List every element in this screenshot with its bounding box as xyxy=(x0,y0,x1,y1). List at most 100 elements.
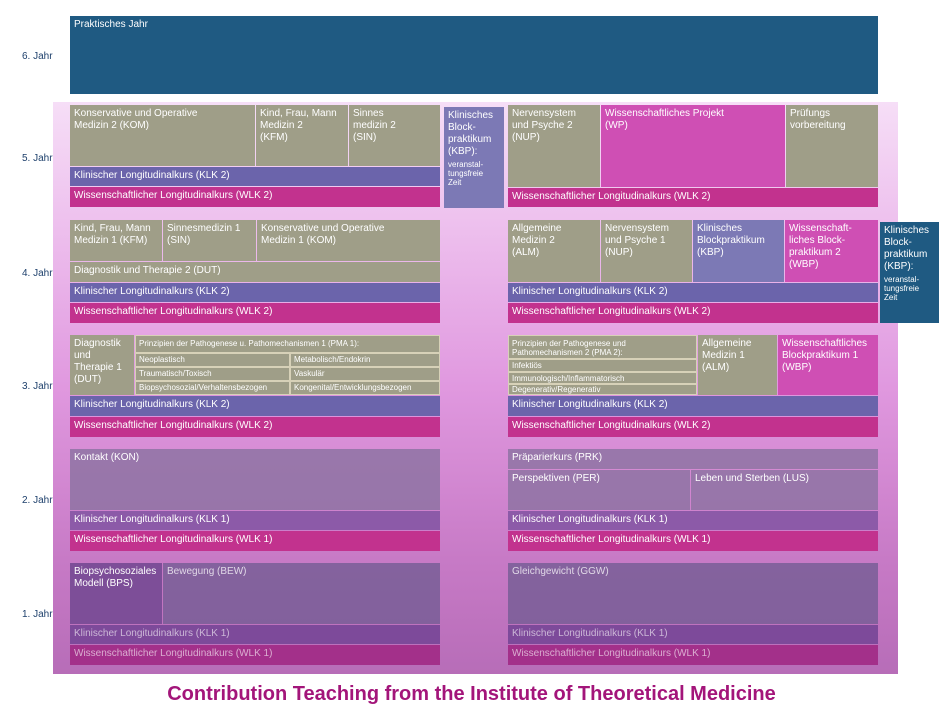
y4-kbp-label: Klinisches Blockpraktikum (KBP) xyxy=(697,223,765,258)
y4-kbp-side-block: Klinisches Block- praktikum (KBP): veran… xyxy=(880,222,939,323)
y4-klk-label: Klinischer Longitudinalkurs (KLK 2) xyxy=(74,286,230,297)
y5-sin-label: Sinnes medizin 2 (SIN) xyxy=(353,108,396,143)
y5-wlk-bar-right: Wissenschaftlicher Longitudinalkurs (WLK… xyxy=(508,188,878,207)
y4-klk-bar-right: Klinischer Longitudinalkurs (KLK 2) xyxy=(508,283,878,302)
y3-pma2-item: Degenerativ/Regenerativ xyxy=(508,384,697,395)
y5-wlk-right-label: Wissenschaftlicher Longitudinalkurs (WLK… xyxy=(512,191,711,202)
y2-wlk-right-label: Wissenschaftlicher Longitudinalkurs (WLK… xyxy=(512,534,711,545)
y5-wlk-bar: Wissenschaftlicher Longitudinalkurs (WLK… xyxy=(70,187,440,207)
y2-lus-label: Leben und Sterben (LUS) xyxy=(695,473,809,484)
y4-klk-right-label: Klinischer Longitudinalkurs (KLK 2) xyxy=(512,286,668,297)
y3-pma2-item-label: Infektiös xyxy=(512,361,542,370)
y3-pma1-item: Kongenital/Entwicklungsbezogen xyxy=(290,381,440,395)
y3-klk-bar-right: Klinischer Longitudinalkurs (KLK 2) xyxy=(508,396,878,416)
y4-kfm-block: Kind, Frau, Mann Medizin 1 (KFM) xyxy=(70,220,162,261)
y4-wlk-bar: Wissenschaftlicher Longitudinalkurs (WLK… xyxy=(70,303,440,323)
year-label-1: 1. Jahr xyxy=(22,609,53,620)
y2-wlk-bar: Wissenschaftlicher Longitudinalkurs (WLK… xyxy=(70,531,440,551)
y5-wp-label: Wissenschaftliches Projekt (WP) xyxy=(605,108,724,131)
y5-klk-bar: Klinischer Longitudinalkurs (KLK 2) xyxy=(70,167,440,186)
y3-wlk-right-label: Wissenschaftlicher Longitudinalkurs (WLK… xyxy=(512,420,711,431)
y5-kom-block: Konservative und Operative Medizin 2 (KO… xyxy=(70,105,255,166)
y5-kom-label: Konservative und Operative Medizin 2 (KO… xyxy=(74,108,198,131)
y4-wbp-block: Wissenschaft- liches Block- praktikum 2 … xyxy=(785,220,878,282)
y1-wlk-bar: Wissenschaftlicher Longitudinalkurs (WLK… xyxy=(70,645,440,665)
y1-klk-bar-right: Klinischer Longitudinalkurs (KLK 1) xyxy=(508,625,878,644)
y4-wlk-bar-right: Wissenschaftlicher Longitudinalkurs (WLK… xyxy=(508,303,878,323)
y1-klk-label: Klinischer Longitudinalkurs (KLK 1) xyxy=(74,628,230,639)
year-label-4: 4. Jahr xyxy=(22,268,53,279)
y5-kfm-block: Kind, Frau, Mann Medizin 2 (KFM) xyxy=(256,105,348,166)
y1-klk-bar: Klinischer Longitudinalkurs (KLK 1) xyxy=(70,625,440,644)
slide-title: Contribution Teaching from the Institute… xyxy=(167,683,776,705)
y3-pma2-header: Prinzipien der Pathogenese und Pathomech… xyxy=(508,335,697,359)
y5-wp-block: Wissenschaftliches Projekt (WP) xyxy=(601,105,785,187)
y1-wlk-right-label: Wissenschaftlicher Longitudinalkurs (WLK… xyxy=(512,648,711,659)
y4-kom-label: Konservative und Operative Medizin 1 (KO… xyxy=(261,223,385,246)
y2-kon-block: Kontakt (KON) xyxy=(70,449,440,510)
y4-kom-block: Konservative und Operative Medizin 1 (KO… xyxy=(257,220,440,261)
y4-sin-block: Sinnesmedizin 1 (SIN) xyxy=(163,220,256,261)
year-label-3: 3. Jahr xyxy=(22,381,53,392)
y5-kbp-block: Klinisches Block- praktikum (KBP): veran… xyxy=(444,107,504,208)
y5-nup-label: Nervensystem und Psyche 2 (NUP) xyxy=(512,108,576,143)
y3-pma1-item-label: Metabolisch/Endokrin xyxy=(294,355,371,364)
y5-klk-label: Klinischer Longitudinalkurs (KLK 2) xyxy=(74,170,230,181)
y2-per-label: Perspektiven (PER) xyxy=(512,473,600,484)
y3-wlk-bar-right: Wissenschaftlicher Longitudinalkurs (WLK… xyxy=(508,417,878,437)
y5-kfm-label: Kind, Frau, Mann Medizin 2 (KFM) xyxy=(260,108,337,143)
y3-wbp-label: Wissenschaftliches Blockpraktikum 1 (WBP… xyxy=(782,338,868,373)
y2-klk-label: Klinischer Longitudinalkurs (KLK 1) xyxy=(74,514,230,525)
y3-pma1-header: Prinzipien der Pathogenese u. Pathomecha… xyxy=(135,335,440,353)
y4-dut-label: Diagnostik und Therapie 2 (DUT) xyxy=(74,265,221,276)
y3-pma1-item-label: Neoplastisch xyxy=(139,355,185,364)
y4-klk-bar: Klinischer Longitudinalkurs (KLK 2) xyxy=(70,283,440,302)
y3-alm-label: Allgemeine Medizin 1 (ALM) xyxy=(702,338,752,373)
praktisches-jahr-label: Praktisches Jahr xyxy=(74,19,148,30)
y3-klk-bar: Klinischer Longitudinalkurs (KLK 2) xyxy=(70,396,440,416)
y3-pma1-item-label: Biopsychosozial/Verhaltensbezogen xyxy=(139,383,268,392)
y1-wlk-bar-right: Wissenschaftlicher Longitudinalkurs (WLK… xyxy=(508,645,878,665)
y4-dut-bar: Diagnostik und Therapie 2 (DUT) xyxy=(70,262,440,282)
y3-dut-block: Diagnostik und Therapie 1 (DUT) xyxy=(70,335,134,395)
praktisches-jahr-block: Praktisches Jahr xyxy=(70,16,878,94)
y2-klk-right-label: Klinischer Longitudinalkurs (KLK 1) xyxy=(512,514,668,525)
y3-pma2-item-label: Degenerativ/Regenerativ xyxy=(512,385,601,394)
y3-pma1-item: Traumatisch/Toxisch xyxy=(135,367,290,381)
y3-pma1-item-label: Traumatisch/Toxisch xyxy=(139,369,212,378)
y1-klk-right-label: Klinischer Longitudinalkurs (KLK 1) xyxy=(512,628,668,639)
y2-wlk-bar-right: Wissenschaftlicher Longitudinalkurs (WLK… xyxy=(508,531,878,551)
y1-wlk-label: Wissenschaftlicher Longitudinalkurs (WLK… xyxy=(74,648,273,659)
y4-alm-label: Allgemeine Medizin 2 (ALM) xyxy=(512,223,562,258)
y4-wlk-right-label: Wissenschaftlicher Longitudinalkurs (WLK… xyxy=(512,306,711,317)
y4-kbp-block: Klinisches Blockpraktikum (KBP) xyxy=(693,220,784,282)
y2-per-block: Perspektiven (PER) xyxy=(508,470,690,510)
y1-ggw-block: Gleichgewicht (GGW) xyxy=(508,563,878,624)
y2-kon-label: Kontakt (KON) xyxy=(74,452,140,463)
y5-sin-block: Sinnes medizin 2 (SIN) xyxy=(349,105,440,166)
y3-klk-label: Klinischer Longitudinalkurs (KLK 2) xyxy=(74,399,230,410)
y1-bps-block: Biopsychosoziales Modell (BPS) xyxy=(70,563,162,624)
y2-klk-bar-right: Klinischer Longitudinalkurs (KLK 1) xyxy=(508,511,878,530)
y3-pma1-item: Neoplastisch xyxy=(135,353,290,367)
y4-kbp-side-note: veranstal- tungsfreie Zeit xyxy=(884,275,920,302)
y4-nup-label: Nervensystem und Psyche 1 (NUP) xyxy=(605,223,669,258)
y4-sin-label: Sinnesmedizin 1 (SIN) xyxy=(167,223,241,246)
y1-bps-label: Biopsychosoziales Modell (BPS) xyxy=(74,566,157,589)
y3-pma2-label: Prinzipien der Pathogenese und Pathomech… xyxy=(512,339,626,357)
y3-wbp-block: Wissenschaftliches Blockpraktikum 1 (WBP… xyxy=(778,335,878,395)
year-label-6: 6. Jahr xyxy=(22,51,53,62)
y5-nup-block: Nervensystem und Psyche 2 (NUP) xyxy=(508,105,600,187)
y4-wlk-label: Wissenschaftlicher Longitudinalkurs (WLK… xyxy=(74,306,273,317)
y3-pma1-item: Metabolisch/Endokrin xyxy=(290,353,440,367)
y3-pma1-item: Biopsychosozial/Verhaltensbezogen xyxy=(135,381,290,395)
y3-wlk-label: Wissenschaftlicher Longitudinalkurs (WLK… xyxy=(74,420,273,431)
y3-pma1-item: Vaskulär xyxy=(290,367,440,381)
y4-wbp-label: Wissenschaft- liches Block- praktikum 2 … xyxy=(789,223,852,270)
y3-klk-right-label: Klinischer Longitudinalkurs (KLK 2) xyxy=(512,399,668,410)
y1-bew-block: Bewegung (BEW) xyxy=(163,563,440,624)
y3-pma2-item: Infektiös xyxy=(508,359,697,372)
y3-pma1-item-label: Kongenital/Entwicklungsbezogen xyxy=(294,383,412,392)
y3-wlk-bar: Wissenschaftlicher Longitudinalkurs (WLK… xyxy=(70,417,440,437)
y4-nup-block: Nervensystem und Psyche 1 (NUP) xyxy=(601,220,692,282)
